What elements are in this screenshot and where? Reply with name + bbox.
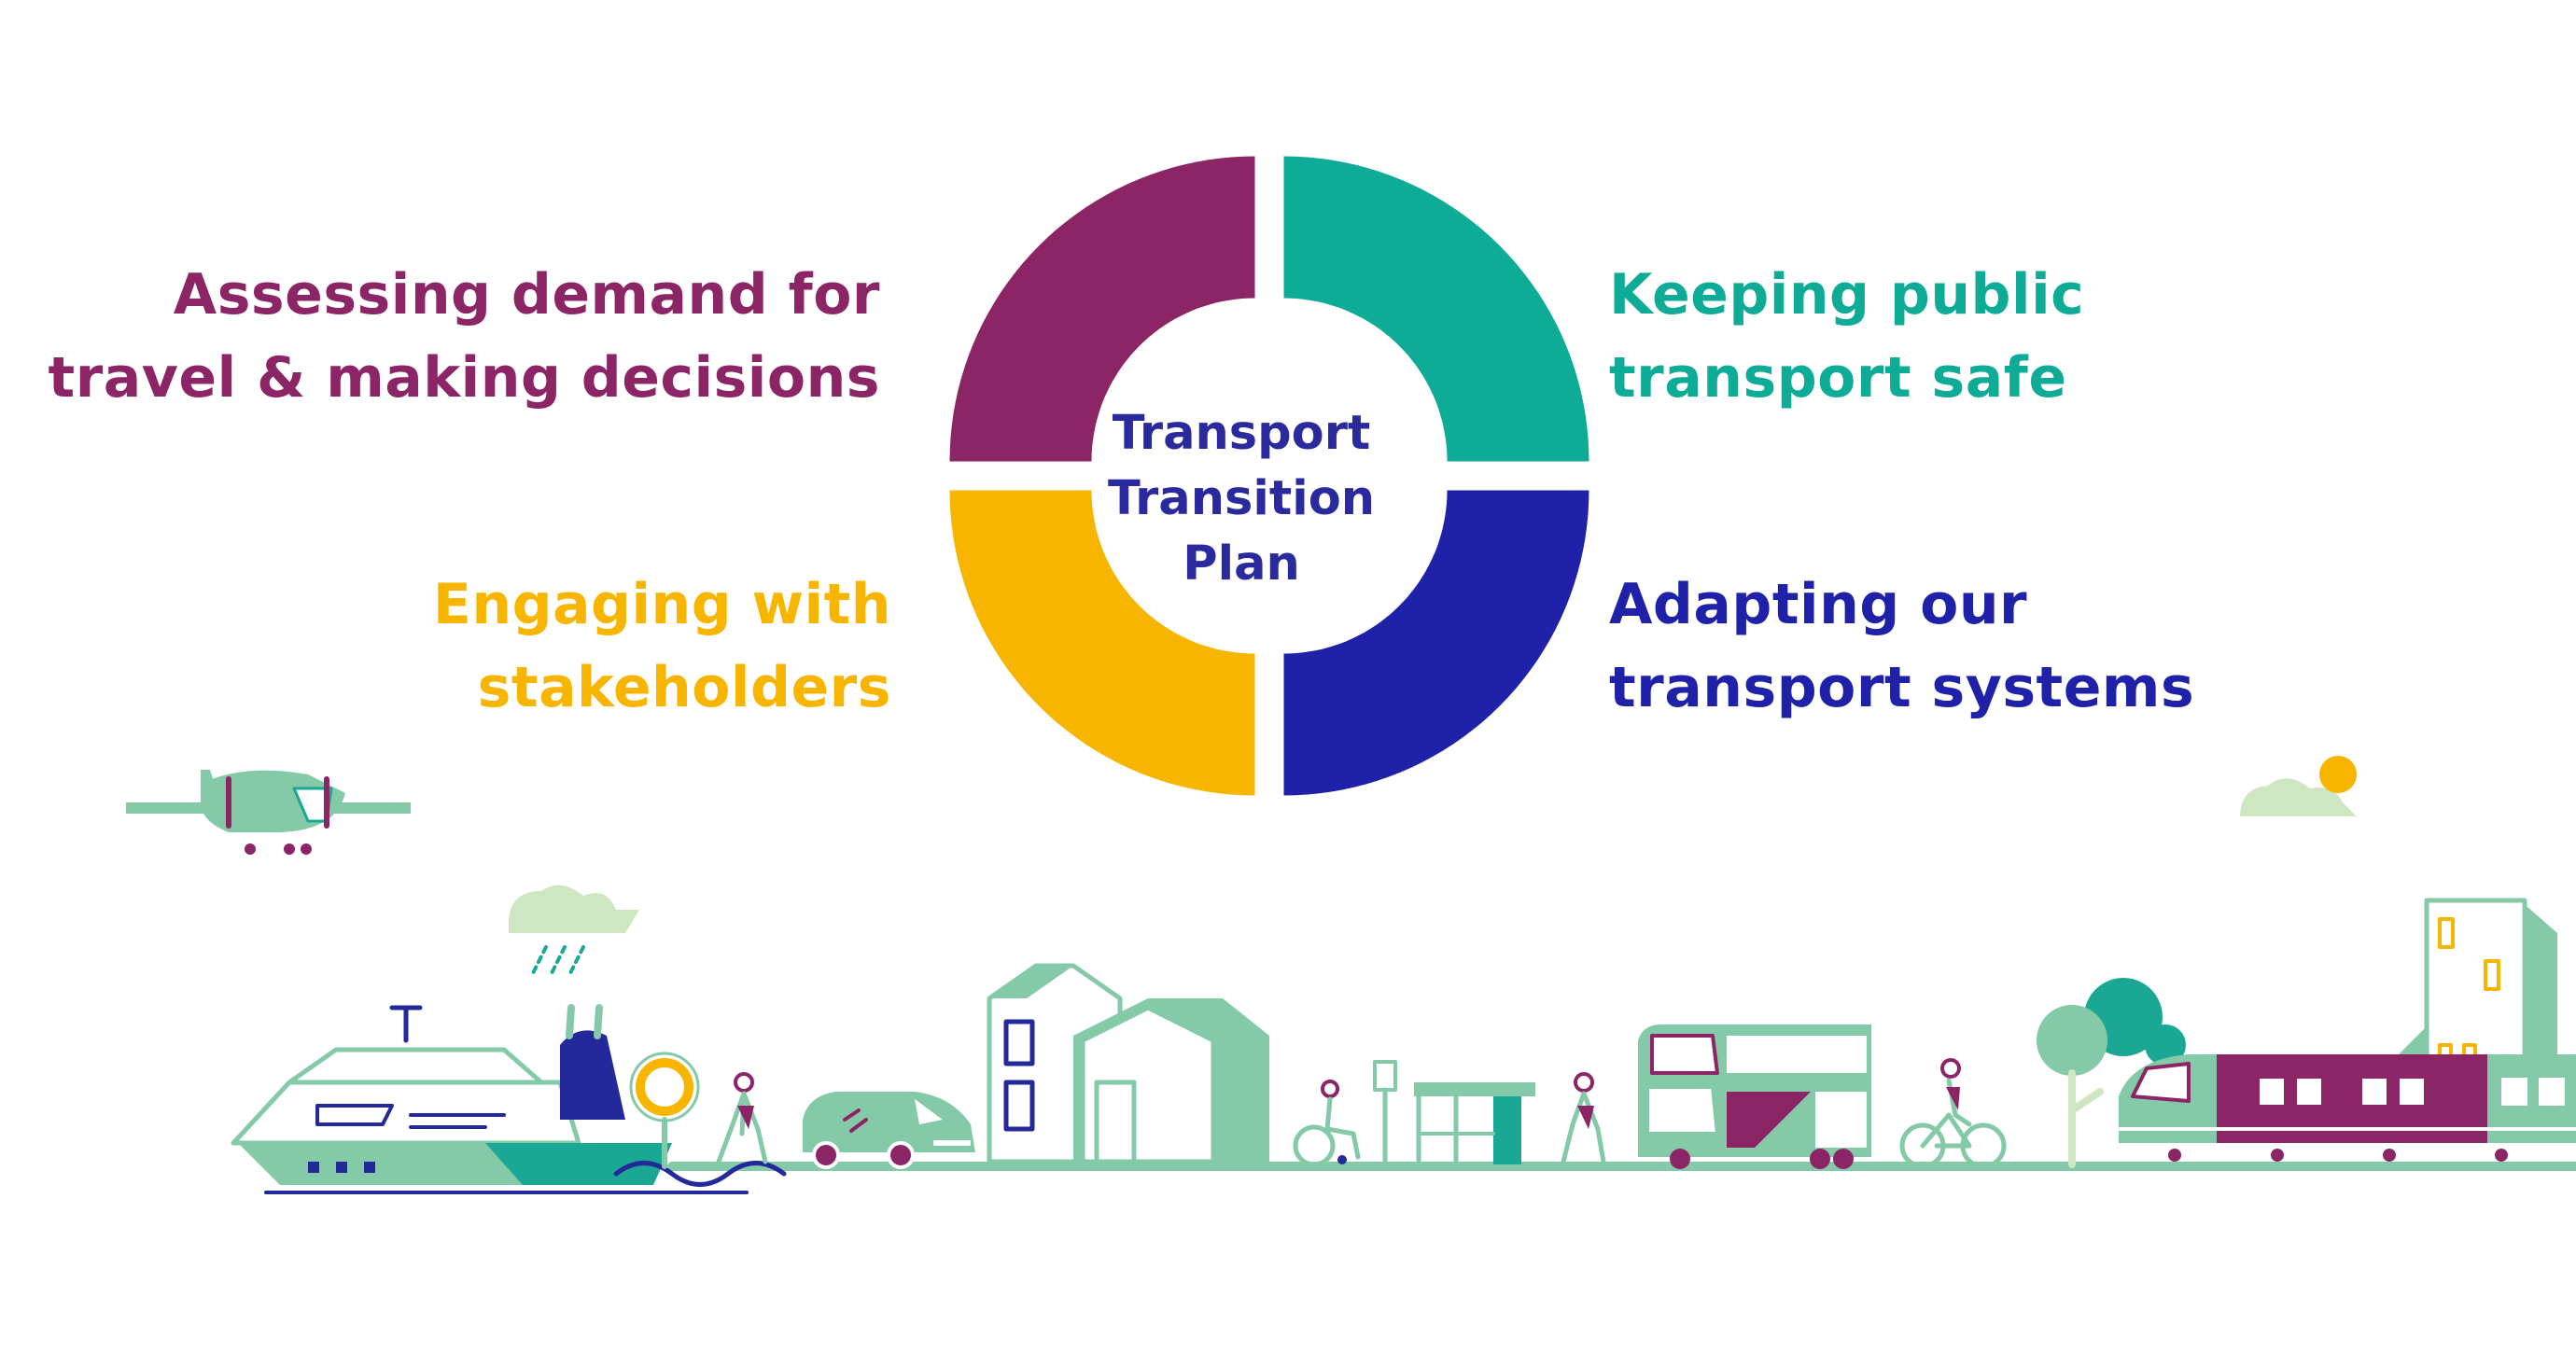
- label-assessing-demand: Assessing demand for travel & making dec…: [49, 254, 880, 420]
- label-keeping-safe: Keeping public transport safe: [1609, 254, 2084, 420]
- train-icon: [2117, 1054, 2576, 1162]
- label-line: Adapting our: [1609, 572, 2028, 637]
- quadrant-top-left: [949, 156, 1255, 462]
- center-title-line-2: Transition: [1107, 471, 1376, 526]
- center-title-line-1: Transport: [1112, 406, 1371, 461]
- wheelchair-user-icon: [1293, 1080, 1361, 1167]
- rain-cloud-icon: [509, 885, 639, 977]
- double-decker-bus-icon: [1638, 1024, 1871, 1169]
- center-title-line-3: Plan: [1183, 537, 1300, 592]
- label-line: transport systems: [1609, 655, 2195, 720]
- electric-car-icon: [803, 1092, 975, 1169]
- label-line: transport safe: [1609, 345, 2067, 411]
- tree-icon: [2037, 978, 2186, 1168]
- bus-stop-icon: [1373, 1060, 1535, 1167]
- center-title: Transport Transition Plan: [1073, 401, 1409, 597]
- label-adapting-systems: Adapting our transport systems: [1609, 564, 2194, 730]
- pedestrian-icon: [716, 1072, 768, 1164]
- airplane-icon: [126, 770, 411, 855]
- cloud-icon: [2240, 778, 2357, 816]
- sun-icon: [2319, 756, 2357, 793]
- house-icon: [987, 963, 1269, 1164]
- label-line: Engaging with: [432, 572, 891, 637]
- ferry-icon: [231, 1004, 787, 1194]
- pedestrian-icon: [1561, 1072, 1606, 1164]
- label-line: Assessing demand for: [173, 262, 880, 328]
- label-line: travel & making decisions: [48, 345, 880, 411]
- label-line: stakeholders: [477, 655, 891, 720]
- quadrant-top-right: [1283, 156, 1589, 462]
- quadrant-bottom-left: [949, 490, 1255, 796]
- quadrant-bottom-right: [1283, 490, 1589, 796]
- cyclist-icon: [1899, 1058, 2007, 1169]
- label-line: Keeping public: [1609, 262, 2085, 328]
- life-ring-icon: [629, 1052, 700, 1169]
- label-engaging-stakeholders: Engaging with stakeholders: [433, 564, 891, 730]
